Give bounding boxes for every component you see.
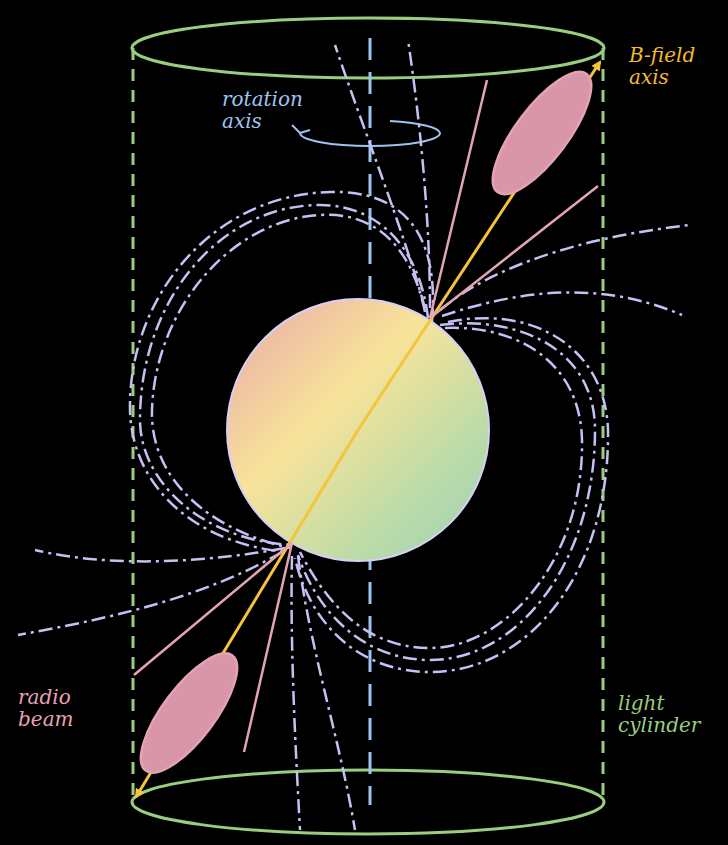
axis-label: rotation axis — [222, 88, 332, 132]
radio-beam-cone — [125, 58, 607, 786]
axis-label: B-field axis — [629, 44, 724, 88]
beam-label: radio beam — [18, 686, 88, 730]
cylinder-label: light cylinder — [618, 692, 718, 736]
magnetic-field-lines — [18, 40, 690, 830]
